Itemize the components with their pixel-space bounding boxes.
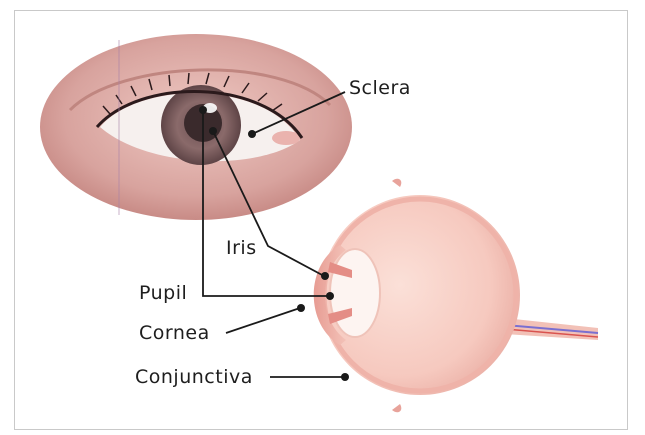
upper-lid-tip	[392, 179, 401, 187]
iris-dot-eye	[209, 127, 217, 135]
iris-label: Iris	[226, 237, 257, 259]
eyeball-cross-section	[314, 179, 598, 412]
conjunctiva-label: Conjunctiva	[135, 366, 253, 388]
lower-lid-tip	[392, 404, 401, 412]
cornea-dot	[297, 304, 305, 312]
caruncle	[272, 131, 300, 145]
pupil-dot-eye	[199, 106, 207, 114]
pupil-dot-section	[326, 292, 334, 300]
cornea-leader	[226, 308, 300, 333]
sclera-label: Sclera	[349, 77, 411, 99]
iris-dot-section	[321, 272, 329, 280]
pupil-label: Pupil	[139, 282, 187, 304]
cornea-label: Cornea	[139, 322, 210, 344]
sclera-dot	[248, 130, 256, 138]
conjunctiva-dot	[341, 373, 349, 381]
lens-shape	[330, 249, 380, 337]
external-eye	[40, 34, 352, 220]
